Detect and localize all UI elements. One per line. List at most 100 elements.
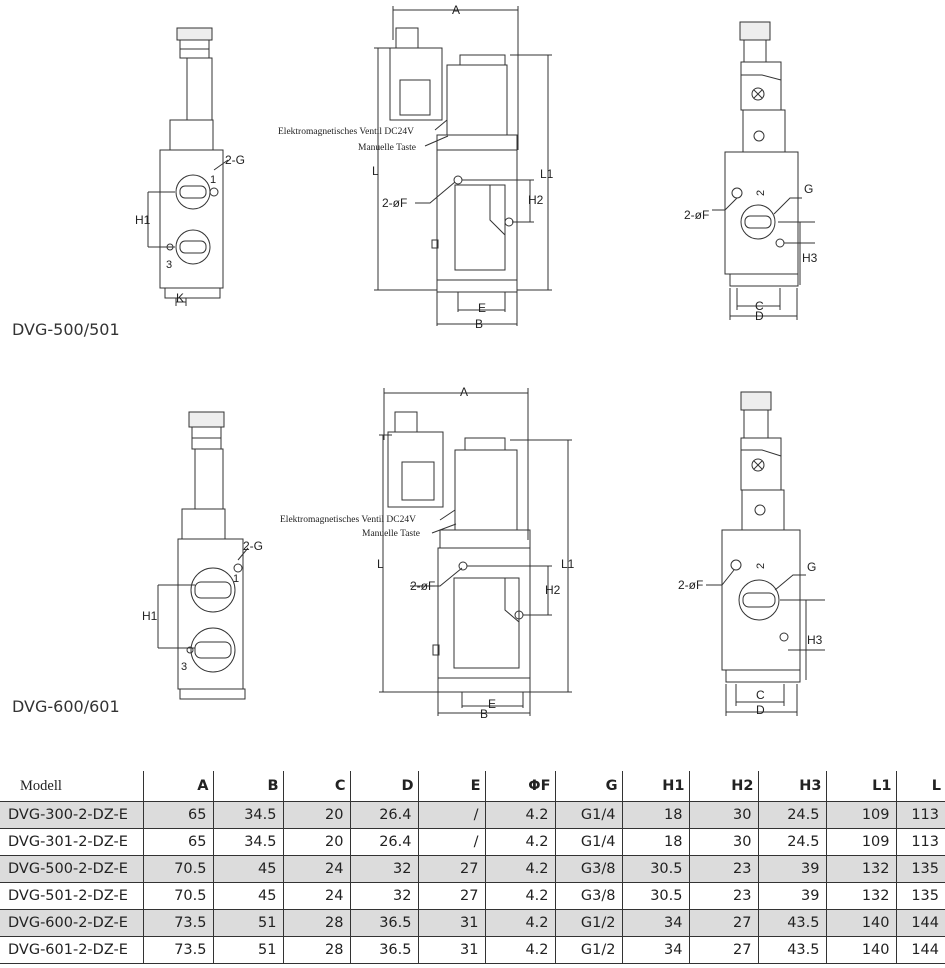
dimension-cell: 39 [758,882,827,910]
dimension-cell: 65 [143,828,214,856]
label-2f-bottom-end: 2-øF [678,578,703,592]
dimension-cell: 24.5 [758,828,827,856]
label-l1-top: L1 [540,167,554,181]
dimension-cell: 135 [896,855,945,883]
dimension-cell: 36.5 [350,936,419,964]
label-k: K [176,291,184,305]
dimension-cell: 28 [283,936,351,964]
column-header: H2 [689,771,759,802]
label-h2-top: H2 [528,193,544,207]
label-port1-top: 1 [210,174,216,186]
dimension-cell: 4.2 [485,855,556,883]
dimension-cell: 132 [826,882,897,910]
column-header: Modell [0,771,144,802]
column-header: G [555,771,623,802]
label-2g-top: 2-G [225,153,245,167]
label-h3-bottom: H3 [807,633,823,647]
label-e-bottom: E [488,697,496,711]
dimension-cell: 4.2 [485,909,556,937]
dimension-cell: 27 [418,855,486,883]
label-h3-top: H3 [802,251,818,265]
label-h2-bottom: H2 [545,583,561,597]
column-header: H3 [758,771,827,802]
label-e-top: E [478,301,486,315]
dimension-cell: 144 [896,936,945,964]
dimension-cell: 109 [826,801,897,829]
dimension-cell: 26.4 [350,801,419,829]
dimension-cell: 70.5 [143,882,214,910]
label-g-top: G [804,182,813,196]
dimension-cell: 27 [689,936,759,964]
dimension-cell: 34.5 [213,828,284,856]
dimension-cell: 4.2 [485,828,556,856]
top-end-view [712,21,815,320]
dimension-cell: / [418,801,486,829]
technical-drawings: 2-G 1 3 H1 K A Elektromagnetisches Venti… [135,3,825,721]
dimension-cell: 73.5 [143,909,214,937]
column-header: D [350,771,419,802]
dimension-cell: 34.5 [213,801,284,829]
dimension-cell: 32 [350,855,419,883]
dimension-cell: G3/8 [555,855,623,883]
dimension-cell: 132 [826,855,897,883]
model-cell: DVG-501-2-DZ-E [0,882,144,910]
label-l1-bottom: L1 [561,557,575,571]
dimension-cell: 70.5 [143,855,214,883]
dimension-cell: 20 [283,828,351,856]
label-manual-top: Manuelle Taste [358,143,416,153]
dimension-cell: 113 [896,828,945,856]
label-2f-top: 2-øF [382,196,407,210]
top-side-view [147,27,229,306]
dimension-cell: 34 [622,909,690,937]
label-a-bottom: A [460,385,468,399]
label-c-top: C [755,299,764,313]
dimension-cell: 32 [350,882,419,910]
label-port2-bottom: 2 [755,563,767,569]
dimension-cell: 4.2 [485,882,556,910]
dimension-cell: 51 [213,936,284,964]
model-cell: DVG-601-2-DZ-E [0,936,144,964]
dimension-cell: 30 [689,801,759,829]
dimension-cell: 18 [622,801,690,829]
top-front-view [374,6,552,326]
label-solenoid-bottom: Elektromagnetisches Ventil DC24V [280,515,416,525]
label-d-bottom: D [756,703,765,717]
dimension-cell: G1/4 [555,801,623,829]
label-port2-top: 2 [755,190,767,196]
column-header: H1 [622,771,690,802]
dimension-cell: 30.5 [622,855,690,883]
column-header: L1 [826,771,897,802]
dimension-cell: 4.2 [485,801,556,829]
dimension-cell: 34 [622,936,690,964]
dimension-cell: 144 [896,909,945,937]
dimension-cell: 43.5 [758,936,827,964]
label-d-top: D [755,309,764,323]
dimension-cell: 31 [418,909,486,937]
dimension-cell: 27 [418,882,486,910]
dimension-cell: 31 [418,936,486,964]
column-header: E [418,771,486,802]
dimension-cell: 45 [213,855,284,883]
column-header: L [896,771,945,802]
dimension-cell: 109 [826,828,897,856]
dimension-cell: 24 [283,882,351,910]
model-cell: DVG-600-2-DZ-E [0,909,144,937]
label-2g-bottom: 2-G [243,539,263,553]
dimension-cell: 140 [826,909,897,937]
dimension-cell: 20 [283,801,351,829]
dimension-cell: 30.5 [622,882,690,910]
dimension-cell: 43.5 [758,909,827,937]
label-port3-bottom: 3 [181,661,187,673]
bottom-end-view [706,391,825,716]
label-b-bottom: B [480,707,488,721]
dimension-cell: G1/2 [555,936,623,964]
dimension-cell: 39 [758,855,827,883]
label-b-top: B [475,317,483,331]
dimension-cell: 65 [143,801,214,829]
